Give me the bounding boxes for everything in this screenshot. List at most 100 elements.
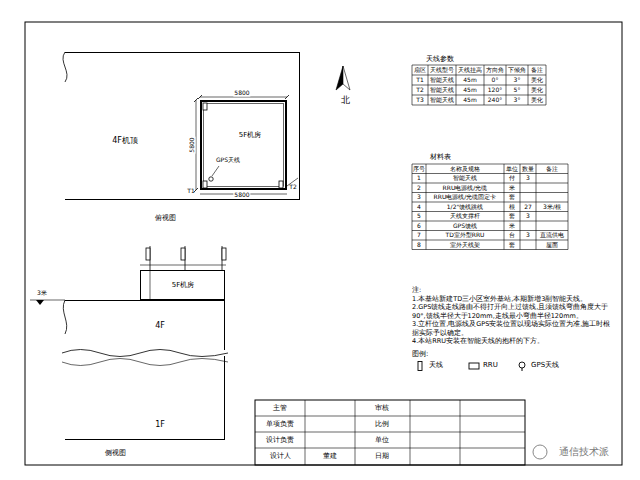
title-block — [255, 400, 525, 465]
title-block-cell: 单位 — [375, 436, 389, 444]
table-cell: 3° — [514, 97, 521, 104]
table-cell: 方向角 — [486, 67, 504, 74]
title-block-cell: 设计人 — [270, 452, 291, 460]
title-block-cell: 董建 — [323, 452, 337, 460]
gps-symbol — [522, 368, 523, 371]
table-cell: T3 — [416, 97, 423, 104]
title-block-cell: 比例 — [375, 420, 389, 428]
table-rule — [412, 164, 413, 250]
table-rule — [528, 65, 529, 105]
north-label: 北 — [341, 95, 350, 105]
node-label: 5F机房 — [239, 131, 261, 139]
title-rule — [355, 400, 356, 465]
table-rule — [568, 164, 569, 250]
table-cell: 2 — [417, 184, 421, 191]
table-cell: 数量 — [522, 165, 534, 172]
dimension-text: 5800 — [189, 136, 196, 153]
table-cell: 美化 — [531, 97, 543, 104]
north-arrow — [336, 66, 343, 90]
table-cell: 天线支撑杆 — [450, 213, 480, 220]
title-block-cell: 日期 — [375, 452, 389, 460]
table-cell: RRU电源线/光缆固定卡 — [434, 194, 497, 201]
title-block-cell: 审核 — [375, 404, 389, 412]
level-line — [30, 300, 65, 301]
note-text: 2.GPS馈线走线路由不得打开向上过馈线,且须馈线弯曲角度大于90°,馈线半径大… — [412, 303, 612, 320]
table-cell: T1 — [416, 77, 423, 84]
table-rule — [506, 65, 507, 105]
table-cell: 8 — [417, 241, 421, 248]
title-block-cell: 单项负责 — [266, 420, 294, 428]
table-cell: 套 — [509, 213, 515, 220]
table-cell: 1 — [417, 175, 421, 182]
table-cell: 直流供电 — [540, 232, 564, 239]
title-rule — [305, 400, 306, 465]
table-cell: T2 — [416, 87, 423, 94]
dimension-line — [200, 97, 287, 98]
table-rule — [504, 164, 505, 250]
table-rule — [412, 164, 568, 165]
table-cell: 扇区 — [414, 67, 426, 74]
break-line — [63, 52, 67, 82]
table-cell: 5° — [514, 87, 521, 94]
legend-text: GPS天线 — [531, 362, 559, 370]
table-cell: 天线型号 — [430, 67, 454, 74]
leader-line — [212, 166, 219, 176]
table-cell: 套 — [509, 194, 515, 201]
legend-item: GPS天线 — [516, 361, 559, 371]
break-line — [62, 359, 228, 366]
table-cell: 套 — [509, 241, 515, 248]
table-cell: 3 — [526, 232, 530, 239]
table-cell: RRU电源线/光缆 — [443, 184, 488, 191]
table-rule — [546, 65, 547, 105]
table-cell: 序号 — [413, 165, 425, 172]
callout-label: T2 — [289, 184, 296, 191]
roof-region: 4F机顶5F机房 — [65, 52, 300, 200]
table-rule — [412, 240, 568, 241]
node-label: 5F机房 — [172, 281, 194, 289]
table-rule — [412, 173, 568, 174]
table-cell: 3 — [526, 175, 530, 182]
dimension-tick — [198, 95, 202, 99]
title-block-cell: 主管 — [273, 404, 287, 412]
title-rule — [460, 400, 461, 465]
table-cell: 室外天线架 — [450, 241, 480, 248]
antenna-symbol — [203, 181, 207, 188]
table-cell: 付 — [509, 175, 515, 182]
table-title: 天线参数 — [426, 55, 454, 63]
legend-icon — [516, 361, 528, 371]
antenna-symbol — [418, 362, 422, 371]
table-cell: 备注 — [531, 67, 543, 74]
table-cell: 屋面 — [546, 241, 558, 248]
title-rule — [255, 432, 525, 433]
table-cell: 台 — [509, 232, 515, 239]
gps-symbol — [209, 177, 213, 181]
table-cell: 美化 — [531, 87, 543, 94]
table-cell: 4 — [417, 203, 421, 210]
table-cell: 3 — [417, 194, 421, 201]
dimension-tick — [194, 98, 198, 102]
table-cell: 根 — [509, 203, 515, 210]
table-rule — [426, 164, 427, 250]
table-cell: 1/2"馈线跳线 — [447, 203, 483, 210]
title-rule — [410, 400, 411, 465]
view-title: 俯视图 — [155, 214, 176, 222]
table-cell: 45m — [463, 97, 476, 104]
feeder-line — [150, 270, 151, 300]
watermark-icon — [533, 445, 547, 459]
gps-symbol — [519, 362, 525, 368]
legend-item: RRU — [468, 361, 498, 371]
dimension-line — [196, 100, 197, 190]
table-cell: 7 — [417, 232, 421, 239]
sheet-frame — [25, 22, 622, 465]
table-rule — [412, 85, 546, 86]
table-cell: 备注 — [546, 165, 558, 172]
table-cell: 智能天线 — [430, 77, 454, 84]
legend-icon — [414, 361, 426, 371]
table-title: 材料表 — [430, 153, 451, 161]
level-mark — [36, 300, 44, 305]
note-text: 1.本基站新建TD三小区室外基站,本期新增3副智能天线。 — [412, 295, 612, 304]
table-cell: 45m — [463, 77, 476, 84]
table-rule — [520, 164, 521, 250]
antenna-symbol — [222, 248, 226, 260]
